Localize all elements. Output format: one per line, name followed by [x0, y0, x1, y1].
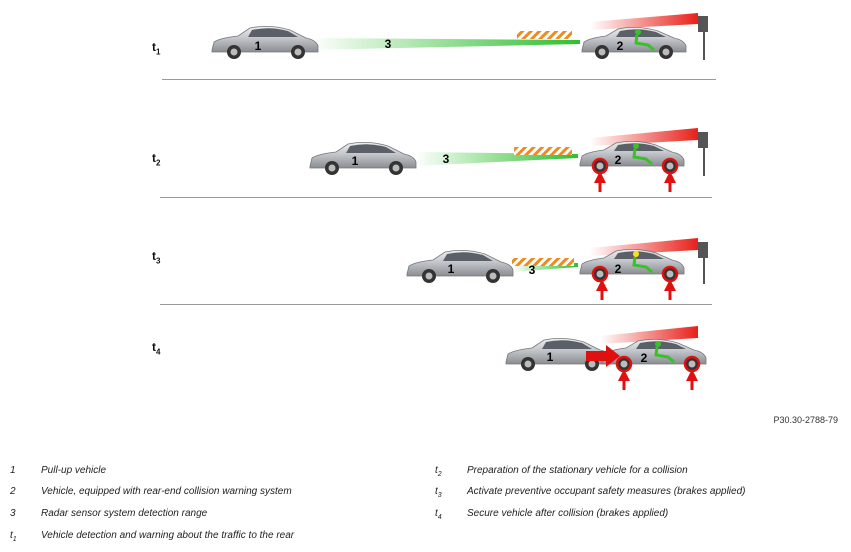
legend-key-t4: t4: [435, 508, 442, 521]
equipped-car-icon: [601, 339, 707, 373]
row-label-t4-main: t: [152, 340, 156, 354]
legend-key-1: 1: [10, 465, 16, 476]
legend-text-2: Vehicle, equipped with rear-end collisio…: [41, 486, 292, 497]
hazard-zone-icon: [514, 147, 572, 155]
pullup-car-icon: [406, 250, 514, 283]
legend-key-t3: t3: [435, 486, 442, 499]
hazard-zone-icon: [512, 258, 574, 266]
equipped-number: 2: [641, 351, 648, 365]
row-label-t2-sub: 2: [156, 158, 161, 168]
legend-key-2: 2: [10, 486, 16, 497]
rear-wall-icon: [698, 16, 708, 32]
divider-2: [160, 197, 712, 198]
legend-key-t1-sub: 1: [12, 536, 17, 543]
warning-light-beam-icon: [600, 326, 698, 344]
rear-wall-icon: [698, 132, 708, 148]
collision-diagram: 1 2 3 1 2 3: [211, 13, 708, 390]
row-label-t3: t3: [152, 249, 160, 265]
row-label-t3-sub: 3: [156, 256, 161, 266]
radar-beam-icon: [310, 38, 580, 50]
radar-beam-icon: [415, 152, 578, 166]
row-1-scene: 1 2 3: [211, 13, 708, 60]
legend-key-3: 3: [10, 508, 16, 519]
row-4-scene: 1 2: [505, 326, 707, 390]
radar-number: 3: [443, 152, 450, 166]
row-label-t2: t2: [152, 151, 160, 167]
divider-3: [160, 304, 712, 305]
legend-text-3: Radar sensor system detection range: [41, 508, 208, 519]
row-2-scene: 1 2 3: [309, 128, 708, 192]
legend-text-t3: Activate preventive occupant safety meas…: [467, 486, 746, 497]
pullup-car-icon: [309, 142, 417, 175]
pullup-number: 1: [448, 262, 455, 276]
legend-key-t1-main: t: [10, 530, 13, 541]
legend-key-t4-main: t: [435, 508, 438, 519]
pullup-number: 1: [547, 350, 554, 364]
pullup-number: 1: [255, 39, 262, 53]
hazard-zone-icon: [517, 31, 572, 39]
radar-number: 3: [529, 263, 536, 277]
legend-key-t2-main: t: [435, 465, 438, 476]
equipped-number: 2: [617, 39, 624, 53]
occupant-icon: [634, 29, 655, 52]
document-code: P30.30-2788-79: [773, 415, 838, 425]
row-label-t1-sub: 1: [156, 47, 161, 57]
legend-key-t2: t2: [435, 465, 442, 478]
occupant-icon: [654, 341, 675, 364]
occupant-icon: [632, 251, 653, 274]
divider-1: [162, 79, 716, 80]
equipped-car-icon: [579, 249, 685, 283]
row-label-t4: t4: [152, 340, 160, 356]
occupant-icon: [632, 143, 653, 166]
impact-arrow-icon: [586, 345, 620, 367]
equipped-car-icon: [581, 27, 687, 59]
row-label-t3-main: t: [152, 249, 156, 263]
row-label-t2-main: t: [152, 151, 156, 165]
pullup-car-icon: [211, 26, 319, 59]
equipped-number: 2: [615, 153, 622, 167]
legend-key-t4-sub: 4: [437, 514, 442, 521]
legend-key-t2-sub: 2: [437, 471, 442, 478]
legend-key-t3-main: t: [435, 486, 438, 497]
warning-light-beam-icon: [590, 128, 698, 146]
legend-text-t4: Secure vehicle after collision (brakes a…: [467, 508, 669, 519]
row-label-t1-main: t: [152, 40, 156, 54]
warning-light-beam-icon: [590, 13, 698, 30]
pullup-number: 1: [352, 154, 359, 168]
legend-key-t3-sub: 3: [437, 492, 442, 499]
row-label-t4-sub: 4: [156, 347, 161, 357]
legend-text-t1: Vehicle detection and warning about the …: [41, 530, 295, 541]
equipped-car-icon: [579, 141, 685, 175]
radar-number: 3: [385, 37, 392, 51]
legend-text-1: Pull-up vehicle: [41, 465, 107, 476]
legend-text-t2: Preparation of the stationary vehicle fo…: [467, 465, 688, 476]
row-label-t1: t1: [152, 40, 160, 56]
equipped-number: 2: [615, 262, 622, 276]
legend-key-t1: t1: [10, 530, 17, 543]
rear-wall-icon: [698, 242, 708, 258]
row-3-scene: 1 2 3: [406, 238, 708, 300]
